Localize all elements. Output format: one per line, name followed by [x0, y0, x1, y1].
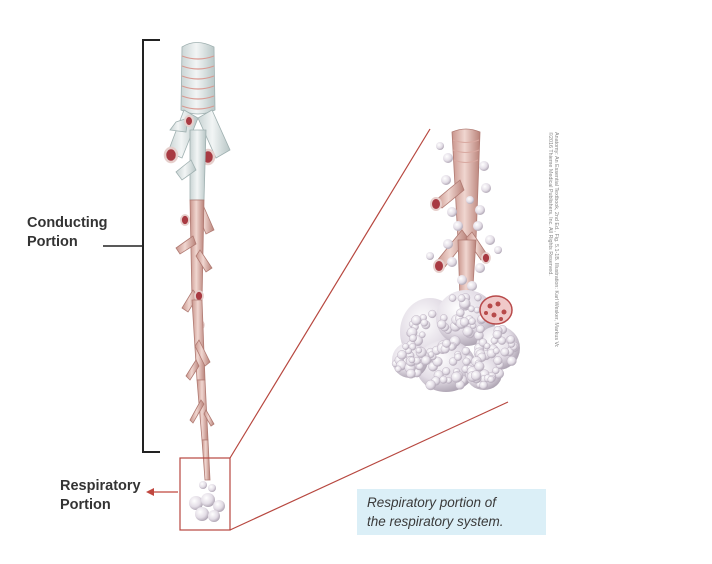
credit-line: Anatomy: An Essential Textbook, 2nd Ed.,… [553, 132, 559, 347]
alveolus-bump [473, 306, 481, 314]
alveolus-bump [425, 379, 436, 391]
caption-line: the respiratory system. [367, 514, 504, 529]
alveolus-bump [448, 294, 457, 302]
alveolus-bump [394, 365, 402, 373]
alveolus-bump [492, 366, 500, 375]
alveolus-bump [408, 356, 416, 364]
alveolus-bump [415, 347, 423, 354]
alveolus-bump [506, 355, 517, 366]
alveolus-bump [428, 309, 437, 319]
alveolus-bump [462, 357, 471, 366]
alveolus-bump [418, 331, 426, 339]
alveolus-bump [439, 375, 448, 384]
alveolus-bump [409, 334, 417, 343]
bracket-icon [103, 39, 160, 453]
conducting-tree-icon [163, 42, 231, 522]
alveolus-bump [454, 353, 462, 361]
alveolus-bump [492, 330, 502, 340]
caption-line: Respiratory portion of [367, 495, 497, 510]
zoom-box-icon [179, 128, 509, 531]
alveolus-bump [492, 347, 500, 355]
alveolus-bump [421, 355, 431, 366]
alveolus-bump [493, 356, 503, 366]
alveolus-bump [456, 308, 465, 317]
alveolus-bump [470, 370, 482, 381]
alveolus-bump [406, 368, 416, 379]
alveolus-bump [487, 375, 495, 383]
respiratory-pointer-icon [146, 488, 178, 496]
alveolus-bump [397, 350, 407, 360]
alveolus-bump [479, 380, 488, 390]
alveolus-bump [474, 294, 482, 302]
alveolus-bump [459, 317, 470, 327]
alveolus-bump [497, 336, 507, 345]
alveolus-bump [474, 361, 485, 372]
alveolus-bump [411, 315, 422, 326]
alveolus-bump [468, 317, 476, 325]
alveolus-bump [442, 339, 451, 348]
alveolus-bump [462, 326, 473, 337]
alveolus-bump [468, 305, 475, 313]
alveolus-bump [476, 324, 485, 334]
image-credit: Anatomy: An Essential Textbook, 2nd Ed.,… [533, 132, 561, 347]
alveolus-bump [451, 371, 463, 383]
alveolus-bump [420, 318, 429, 327]
alveolus-bump [500, 347, 510, 357]
respiratory-portion-label: Respiratory Portion [60, 478, 141, 513]
alveolus-bump [442, 367, 451, 376]
alveolus-bump [461, 346, 471, 356]
conducting-portion-label: Conducting Portion [27, 215, 108, 250]
credit-line: ©2016 Thieme Medical Publishers, Inc. Al… [546, 132, 553, 276]
respiratory-portion-enlarged-icon [391, 128, 520, 392]
alveolus-bump [483, 342, 491, 350]
alveolus-bump [506, 335, 515, 344]
alveolus-bump [437, 319, 447, 330]
caption-box: Respiratory portion of the respiratory s… [357, 489, 546, 535]
alveolus-bump [448, 357, 458, 366]
alveolus-bump [402, 343, 410, 350]
alveolus-bump [457, 294, 466, 303]
